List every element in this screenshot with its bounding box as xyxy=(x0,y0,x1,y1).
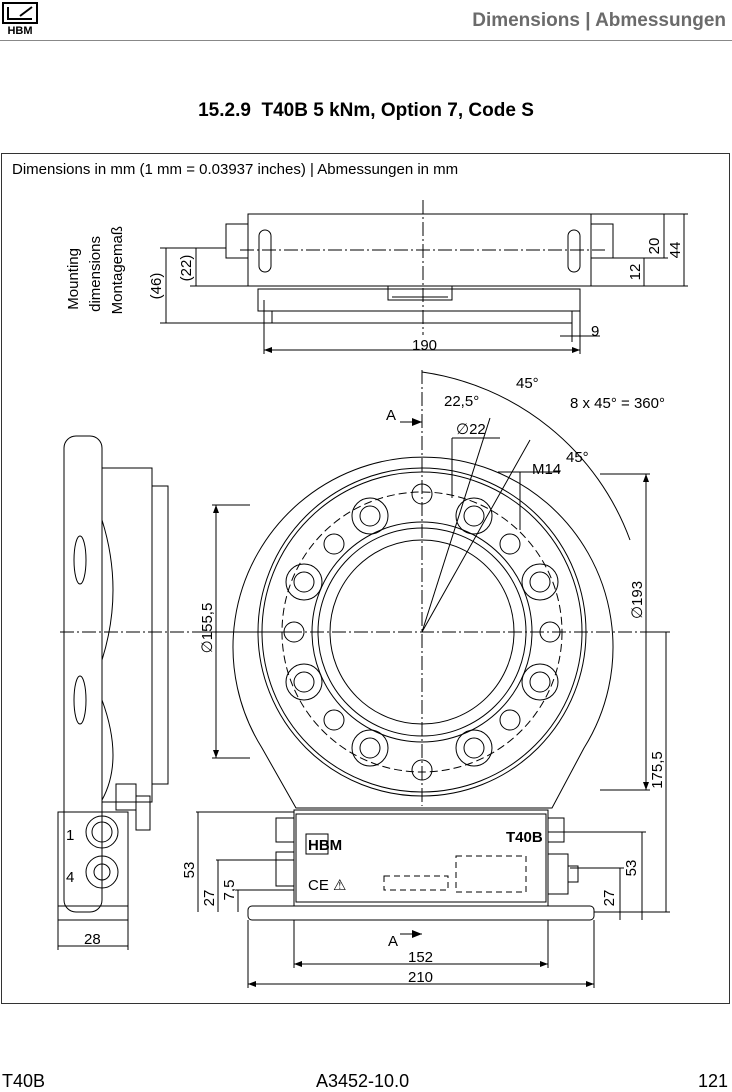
bolt-holes xyxy=(283,483,561,781)
connector-4-label: 4 xyxy=(66,869,74,886)
ce-mark: CE ⚠ xyxy=(308,877,346,894)
footer-page-number: 121 xyxy=(697,1071,728,1091)
dim-210: 210 xyxy=(408,969,433,986)
dim-193: ∅193 xyxy=(629,581,646,619)
dim-20: 20 xyxy=(646,238,663,255)
label-mounting: Mounting xyxy=(65,248,82,310)
section-title: 15.2.9 T40B 5 kNm, Option 7, Code S xyxy=(0,100,732,122)
angle-45-top: 45° xyxy=(516,375,539,392)
dim-28: 28 xyxy=(84,931,101,948)
section-number: 15.2.9 xyxy=(198,100,251,121)
footer-left: T40B xyxy=(2,1071,46,1091)
frame-caption: Dimensions in mm (1 mm = 0.03937 inches)… xyxy=(12,161,459,178)
header-rule xyxy=(0,40,732,41)
dim-152: 152 xyxy=(408,949,433,966)
dia-22: ∅22 xyxy=(456,421,486,438)
label-dimensions: dimensions xyxy=(87,236,104,312)
dim-53-left: 53 xyxy=(181,862,198,879)
dim-155-5: ∅155,5 xyxy=(199,603,216,654)
housing-model-label: T40B xyxy=(506,829,543,846)
dim-12: 12 xyxy=(627,264,644,281)
dim-27-right: 27 xyxy=(601,890,618,907)
section-a-bottom: A xyxy=(388,933,398,950)
dim-27-left: 27 xyxy=(201,890,218,907)
angle-22-5: 22,5° xyxy=(444,393,479,410)
thread-m14: M14 xyxy=(532,461,561,478)
header-title: Dimensions | Abmessungen xyxy=(472,10,726,31)
dim-44: 44 xyxy=(667,242,684,259)
dim-46-paren: (46) xyxy=(148,273,165,300)
arrows xyxy=(213,347,649,987)
hbm-logo: HBM xyxy=(2,2,38,36)
dim-22-paren: (22) xyxy=(178,255,195,282)
labels: Mounting dimensions Montagemaß (22) (46)… xyxy=(65,226,684,986)
connector-1-label: 1 xyxy=(66,827,74,844)
front-view xyxy=(196,370,670,988)
logo-text: HBM xyxy=(7,25,32,36)
dim-190: 190 xyxy=(412,337,437,354)
top-view xyxy=(160,200,688,354)
section-a-top: A xyxy=(386,407,396,424)
angle-45-right: 45° xyxy=(566,449,589,466)
housing-logo-text: HBM xyxy=(308,837,342,854)
footer-center: A3452-10.0 xyxy=(316,1071,410,1091)
dim-9: 9 xyxy=(591,323,599,340)
section-title-text: T40B 5 kNm, Option 7, Code S xyxy=(261,100,534,121)
dim-7-5: 7,5 xyxy=(221,880,238,901)
drawing-frame xyxy=(1,153,730,1004)
dim-53-right: 53 xyxy=(623,860,640,877)
label-montagemass: Montagemaß xyxy=(109,226,126,314)
angle-pattern: 8 x 45° = 360° xyxy=(570,395,665,412)
dim-175-5: 175,5 xyxy=(649,751,666,789)
side-view xyxy=(57,435,290,950)
